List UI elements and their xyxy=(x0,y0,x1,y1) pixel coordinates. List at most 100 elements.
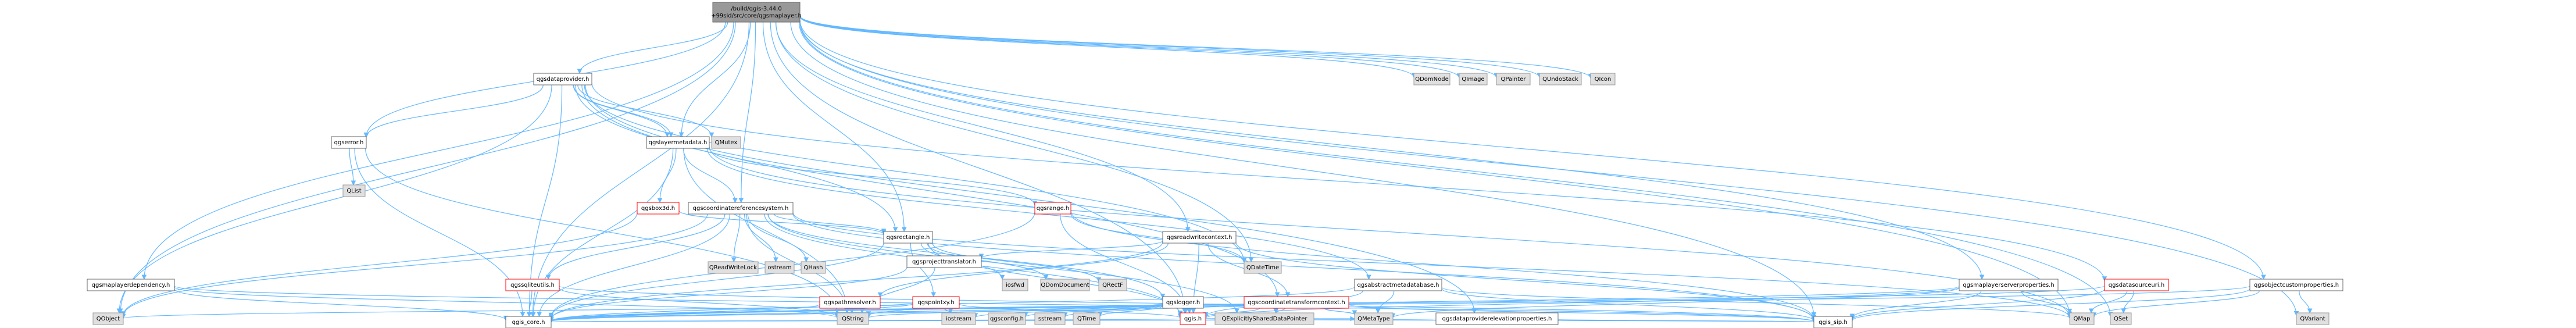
edge-root-to-QImage xyxy=(799,16,1460,78)
node-box-qgsprojecttranslator xyxy=(906,255,982,268)
dependency-edges xyxy=(116,15,2313,323)
node-qgssqliteutils[interactable]: qgssqliteutils.h xyxy=(505,279,560,291)
edge-qgscoordinatereferencesystem-to-QMap xyxy=(792,212,2070,318)
edge-qgserror-to-QString xyxy=(365,148,838,313)
arrowhead-qgsdataprovider-to-qgserror xyxy=(363,133,369,138)
edge-qgsdataprovider-to-qgsrectangle xyxy=(575,84,896,232)
arrowhead-qgslogger-to-qgis xyxy=(1187,308,1192,314)
arrowhead-qgsrectangle-to-QDomDocument xyxy=(1043,274,1049,280)
node-qgis[interactable]: qgis.h xyxy=(1180,312,1206,325)
edge-qgscoordinatereferencesystem-to-ostream xyxy=(744,213,777,262)
node-qgsobjectcustomproperties[interactable]: qgsobjectcustomproperties.h xyxy=(2249,279,2343,291)
node-QExplicitlySharedDataPointer: QExplicitlySharedDataPointer xyxy=(1214,312,1314,325)
arrowhead-qgscoordinatereferencesystem-to-qgssqliteutils xyxy=(545,274,551,280)
node-box-qgsrange xyxy=(1034,202,1071,215)
edge-root-to-qgis xyxy=(770,22,1185,313)
node-qgsprojecttranslator[interactable]: qgsprojecttranslator.h xyxy=(906,255,982,268)
node-qgsrange[interactable]: qgsrange.h xyxy=(1034,202,1071,215)
edge-qgsdataprovider-to-qgsdatasourceuri xyxy=(591,83,2105,281)
node-label-QImage: QImage xyxy=(1462,76,1484,83)
edge-qgsdataprovider-to-QDateTime xyxy=(584,84,1245,263)
arrowhead-root-to-qgscoordinatereferencesystem xyxy=(738,198,744,204)
node-qgspointxy[interactable]: qgspointxy.h xyxy=(912,296,960,309)
arrowhead-qgsdatasourceuri-to-QMap xyxy=(2088,308,2094,314)
node-qgsdataproviderelevationproperties[interactable]: qgsdataproviderelevationproperties.h xyxy=(1435,312,1559,325)
node-qgsrectangle[interactable]: qgsrectangle.h xyxy=(883,231,933,244)
node-label-QVariant: QVariant xyxy=(2300,316,2325,322)
node-QIcon: QIcon xyxy=(1590,73,1616,85)
node-box-qgsconfig xyxy=(988,312,1026,325)
edge-root-to-QPainter xyxy=(799,16,1497,78)
node-box-QMap xyxy=(2069,312,2095,325)
edge-qgsdataproviderelevationproperties-to-qgis_sip xyxy=(1557,319,1814,323)
node-root[interactable]: /build/qgis-3.44.0+99sid/src/core/qgsmap… xyxy=(711,2,802,23)
arrowhead-qgserror-to-QList xyxy=(351,180,356,186)
node-qgsmaplayerserverproperties[interactable]: qgsmaplayerserverproperties.h xyxy=(1959,279,2059,291)
node-qgsdataprovider[interactable]: qgsdataprovider.h xyxy=(533,73,592,85)
edge-qgscoordinatereferencesystem-to-QString xyxy=(746,213,848,313)
edge-qgsrange-to-QDateTime xyxy=(1070,213,1245,263)
node-label-QSet: QSet xyxy=(2114,316,2128,322)
node-box-QString xyxy=(837,312,869,325)
edge-qgsdataprovider-to-QStringList xyxy=(573,84,671,137)
node-qgis_core[interactable]: qgis_core.h xyxy=(505,316,552,328)
arrowhead-root-to-qgis_sip xyxy=(1811,312,1817,318)
arrowhead-qgsdataprovider-to-qgscoordinatetransformcontext xyxy=(1274,292,1280,298)
edge-root-to-qgslayermetadata xyxy=(681,22,751,137)
node-label-QTime: QTime xyxy=(1077,316,1096,322)
node-label-QMap: QMap xyxy=(2074,316,2091,322)
edge-qgsobjectcustomproperties-to-qgis_sip xyxy=(1852,288,2250,321)
node-qgscoordinatereferencesystem[interactable]: qgscoordinatereferencesystem.h xyxy=(688,202,794,215)
node-label-qgscoordinatetransformcontext: qgscoordinatetransformcontext.h xyxy=(1248,300,1345,306)
node-qgslayermetadata[interactable]: qgslayermetadata.h xyxy=(646,136,710,149)
node-QVariant: QVariant xyxy=(2296,312,2330,325)
node-qgspathresolver[interactable]: qgspathresolver.h xyxy=(819,296,881,309)
node-label-QMutex: QMutex xyxy=(715,140,738,146)
node-label-qgspathresolver: qgspathresolver.h xyxy=(824,300,876,306)
edge-qgsmaplayerserverproperties-to-qgis xyxy=(1205,286,1960,319)
node-box-qgsobjectcustomproperties xyxy=(2249,279,2343,291)
arrowhead-qgssqliteutils-to-qgis_core xyxy=(526,312,532,318)
node-label-iostream: iostream xyxy=(946,316,971,322)
arrowhead-qgscoordinatereferencesystem-to-QExplicitlySharedDataPointer xyxy=(1234,308,1239,314)
node-qgis_sip[interactable]: qgis_sip.h xyxy=(1813,316,1853,328)
node-qgserror[interactable]: qgserror.h xyxy=(331,136,367,149)
edge-qgserror-to-qgis_core xyxy=(354,148,523,317)
edge-qgsabstractmetadatabase-to-qgis_sip xyxy=(1441,288,1814,321)
node-qgsconfig: qgsconfig.h xyxy=(988,312,1026,325)
node-box-qgslogger xyxy=(1162,296,1204,309)
node-label-qgsabstractmetadatabase: qgsabstractmetadatabase.h xyxy=(1357,282,1439,288)
edge-qgsabstractmetadatabase-to-QMap xyxy=(1441,287,2070,319)
edge-qgscoordinatereferencesystem-to-QHash xyxy=(747,213,807,262)
edge-root-to-qgis_sip xyxy=(790,22,1814,317)
edge-qgsdataprovider-to-QMutex xyxy=(577,84,712,137)
edge-qgscoordinatereferencesystem-to-qgis_core xyxy=(539,213,730,317)
node-QMap: QMap xyxy=(2069,312,2095,325)
arrowhead-root-to-qgsmaplayerserverproperties xyxy=(1979,274,1985,280)
arrowhead-qgscoordinatereferencesystem-to-qgslogger xyxy=(1160,294,1166,299)
node-qgsabstractmetadatabase[interactable]: qgsabstractmetadatabase.h xyxy=(1354,279,1442,291)
node-QString: QString xyxy=(837,312,869,325)
node-QMetaType: QMetaType xyxy=(1354,312,1394,325)
node-QObject: QObject xyxy=(92,312,124,325)
edge-qgsmaplayerserverproperties-to-QMetaType xyxy=(1392,287,1960,318)
node-qgsdatasourceuri[interactable]: qgsdatasourceuri.h xyxy=(2104,279,2169,291)
node-QReadWriteLock: QReadWriteLock xyxy=(708,261,759,274)
node-qgslogger[interactable]: qgslogger.h xyxy=(1162,296,1204,309)
node-qgsbox3d[interactable]: qgsbox3d.h xyxy=(637,202,680,215)
edge-root-to-qgsmaplayerdependency xyxy=(144,22,734,280)
node-box-qgis_sip xyxy=(1813,316,1853,328)
edge-qgsdataprovider-to-qgserror xyxy=(366,84,544,138)
node-box-ostream xyxy=(764,261,795,274)
arrowhead-root-to-qgslayermetadata xyxy=(678,132,684,138)
edge-root-to-QUndoStack xyxy=(799,16,1540,78)
node-box-qgssqliteutils xyxy=(505,279,560,291)
edge-root-to-qgsreadwritecontext xyxy=(775,22,1188,232)
node-box-qgis_core xyxy=(505,316,552,328)
node-qgsmaplayerdependency[interactable]: qgsmaplayerdependency.h xyxy=(87,279,175,291)
node-qgsreadwritecontext[interactable]: qgsreadwritecontext.h xyxy=(1162,231,1237,244)
node-box-QList xyxy=(342,184,366,197)
node-QDomDocument: QDomDocument xyxy=(1040,279,1090,291)
node-qgscoordinatetransformcontext[interactable]: qgscoordinatetransformcontext.h xyxy=(1244,296,1349,309)
edge-qgsrectangle-to-qgspointxy xyxy=(910,243,934,297)
